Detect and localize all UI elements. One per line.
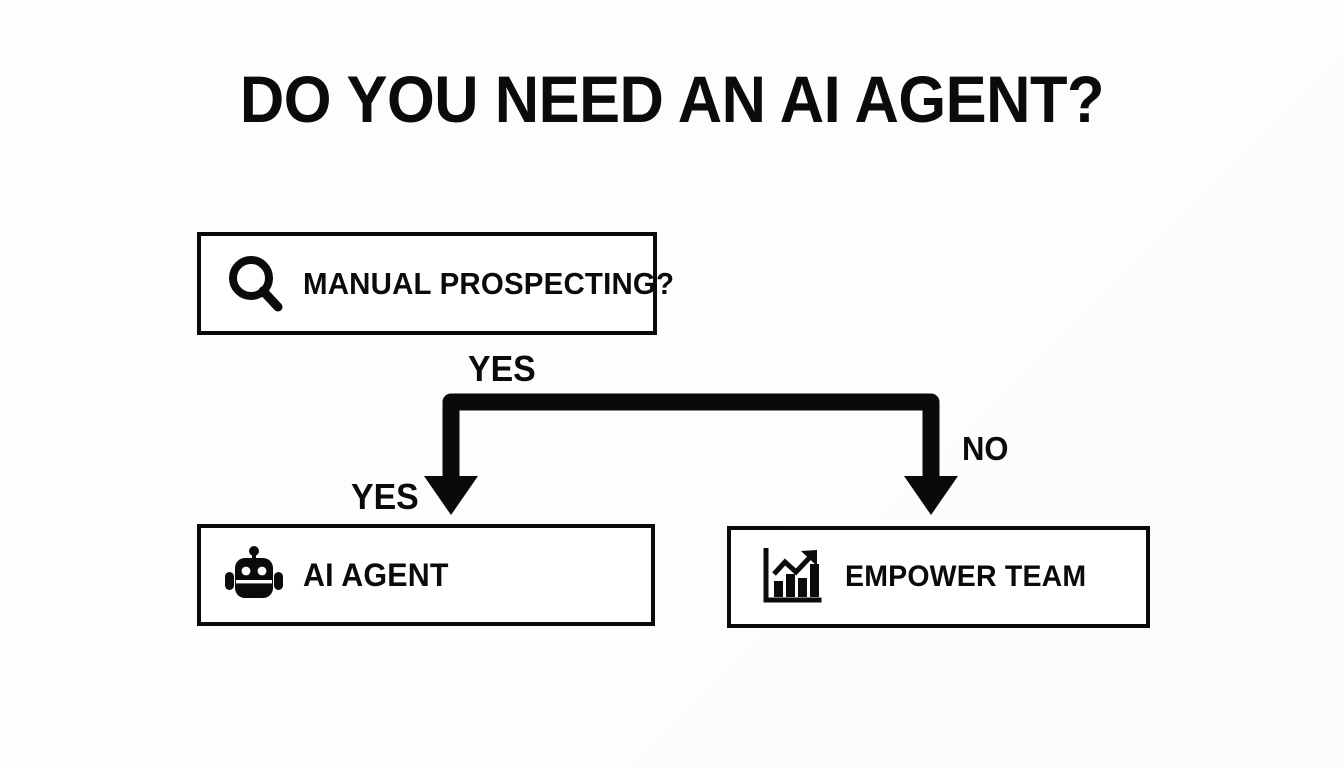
node-label-ai-agent: AI AGENT — [303, 556, 449, 593]
node-ai-agent[interactable]: AI AGENT — [197, 524, 655, 626]
magnifier-icon — [225, 253, 287, 315]
node-label-empower-team: EMPOWER TEAM — [845, 560, 1087, 593]
growth-chart-icon — [761, 548, 823, 606]
connector-bracket — [424, 393, 958, 515]
page-title: DO YOU NEED AN AI AGENT? — [239, 62, 1105, 136]
edge-label-yes-top: YES — [468, 348, 536, 389]
node-manual-prospecting[interactable]: MANUAL PROSPECTING? — [197, 232, 674, 335]
edge-label-yes-left: YES — [351, 476, 419, 517]
node-label-manual-prospecting: MANUAL PROSPECTING? — [303, 265, 675, 301]
edge-label-no-right: NO — [962, 430, 1009, 467]
robot-icon — [225, 546, 283, 604]
node-empower-team[interactable]: EMPOWER TEAM — [727, 526, 1150, 628]
